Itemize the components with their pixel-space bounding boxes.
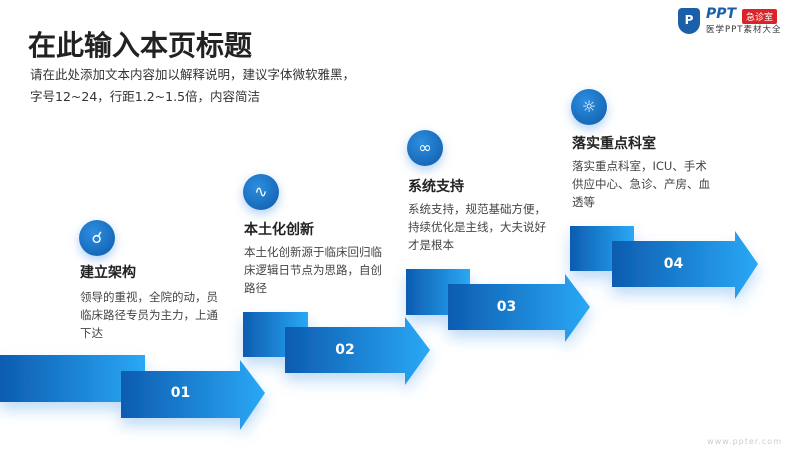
logo-brand: PPT <box>706 6 737 22</box>
step-4-arrow <box>612 231 758 299</box>
step-3-arrow <box>448 274 590 342</box>
step-3-number: 03 <box>496 299 517 315</box>
step-1-number: 01 <box>170 385 191 401</box>
step-3-title: 系统支持 <box>408 179 464 195</box>
page-title: 在此输入本页标题 <box>28 29 253 62</box>
step-2-title: 本土化创新 <box>244 222 314 238</box>
dna-icon: ∿ <box>243 174 279 210</box>
logo: P PPT 急诊室 医学PPT素材大全 <box>678 6 796 36</box>
step-1-description: 领导的重视，全院的动，员临床路径专员为主力，上通下达 <box>80 290 218 340</box>
shield-icon: P <box>678 8 700 34</box>
watermark: www.ppter.com <box>707 437 782 446</box>
step-4-title: 落实重点科室 <box>572 136 656 152</box>
logo-badge: 急诊室 <box>742 9 778 24</box>
step-1-back-block <box>0 355 145 402</box>
link-icon: ∞ <box>407 130 443 166</box>
step-2-description: 本土化创新源于临床回归临床逻辑日节点为思路，自创路径 <box>244 245 382 295</box>
step-3-description: 系统支持，规范基础方便，持续优化是主线，大夫说好才是根本 <box>408 202 546 252</box>
step-2-arrow <box>285 317 430 385</box>
step-4-description: 落实重点科室，ICU、手术供应中心、急诊、产房、血透等 <box>572 159 710 209</box>
step-1-title: 建立架构 <box>80 265 136 281</box>
logo-tagline: 医学PPT素材大全 <box>706 25 782 35</box>
page-subtitle: 请在此处添加文本内容加以解释说明，建议字体微软雅黑，字号12~24，行距1.2~… <box>30 67 356 104</box>
sun-icon: ☼ <box>571 89 607 125</box>
step-2-number: 02 <box>335 342 355 358</box>
share-nodes-icon: ☌ <box>79 220 115 256</box>
step-1-arrow <box>121 360 265 430</box>
step-4-number: 04 <box>663 256 684 272</box>
